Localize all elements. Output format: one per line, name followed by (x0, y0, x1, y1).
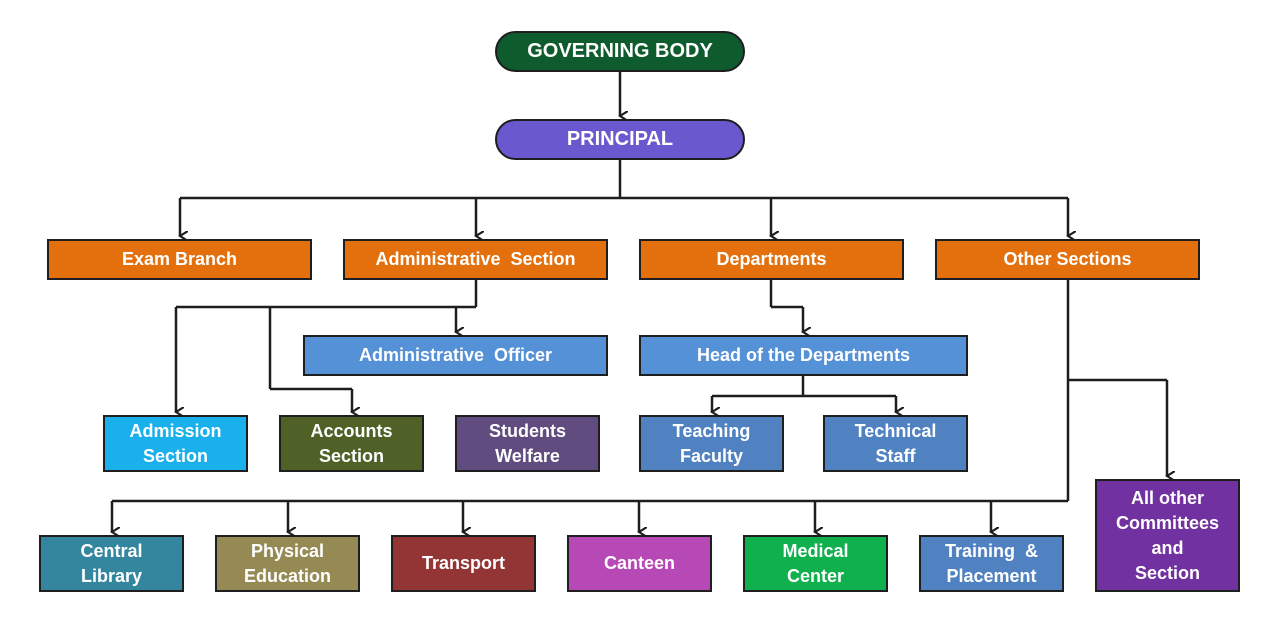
teaching-faculty-node: Teaching Faculty (639, 415, 784, 472)
other-sections-node: Other Sections (935, 239, 1200, 280)
admission-section-node: Admission Section (103, 415, 248, 472)
technical-staff-node: Technical Staff (823, 415, 968, 472)
all-other-committees-node: All other Committees and Section (1095, 479, 1240, 592)
central-library-node: Central Library (39, 535, 184, 592)
departments-node: Departments (639, 239, 904, 280)
transport-node: Transport (391, 535, 536, 592)
governing-body-label: GOVERNING BODY (527, 40, 713, 62)
training-placement-node: Training & Placement (919, 535, 1064, 592)
principal-label: PRINCIPAL (566, 128, 674, 150)
administrative-officer-node: Administrative Officer (303, 335, 608, 376)
head-of-departments-node: Head of the Departments (639, 335, 968, 376)
medical-center-node: Medical Center (743, 535, 888, 592)
principal-node: PRINCIPAL (495, 119, 745, 160)
all-other-committees-label: All other Committees and Section (1115, 487, 1220, 583)
physical-education-node: Physical Education (215, 535, 360, 592)
transport-label: Transport (421, 553, 505, 573)
exam-branch-label: Exam Branch (121, 249, 238, 269)
canteen-label: Canteen (603, 553, 675, 573)
accounts-section-node: Accounts Section (279, 415, 424, 472)
administrative-section-node: Administrative Section (343, 239, 608, 280)
canteen-node: Canteen (567, 535, 712, 592)
administrative-section-label: Administrative Section (375, 249, 576, 269)
other-sections-label: Other Sections (1003, 249, 1132, 269)
accounts-section-label: Accounts Section (310, 420, 393, 466)
governing-body-node: GOVERNING BODY (495, 31, 745, 72)
medical-center-label: Medical Center (782, 540, 849, 586)
exam-branch-node: Exam Branch (47, 239, 312, 280)
technical-staff-label: Technical Staff (854, 420, 937, 466)
head-of-departments-label: Head of the Departments (696, 345, 911, 365)
admission-section-label: Admission Section (129, 420, 222, 466)
students-welfare-label: Students Welfare (488, 420, 566, 466)
training-placement-label: Training & Placement (944, 540, 1038, 586)
teaching-faculty-label: Teaching Faculty (672, 420, 751, 466)
administrative-officer-label: Administrative Officer (358, 345, 553, 365)
physical-education-label: Physical Education (243, 540, 331, 586)
central-library-label: Central Library (80, 540, 143, 586)
students-welfare-node: Students Welfare (455, 415, 600, 472)
departments-label: Departments (716, 249, 827, 269)
